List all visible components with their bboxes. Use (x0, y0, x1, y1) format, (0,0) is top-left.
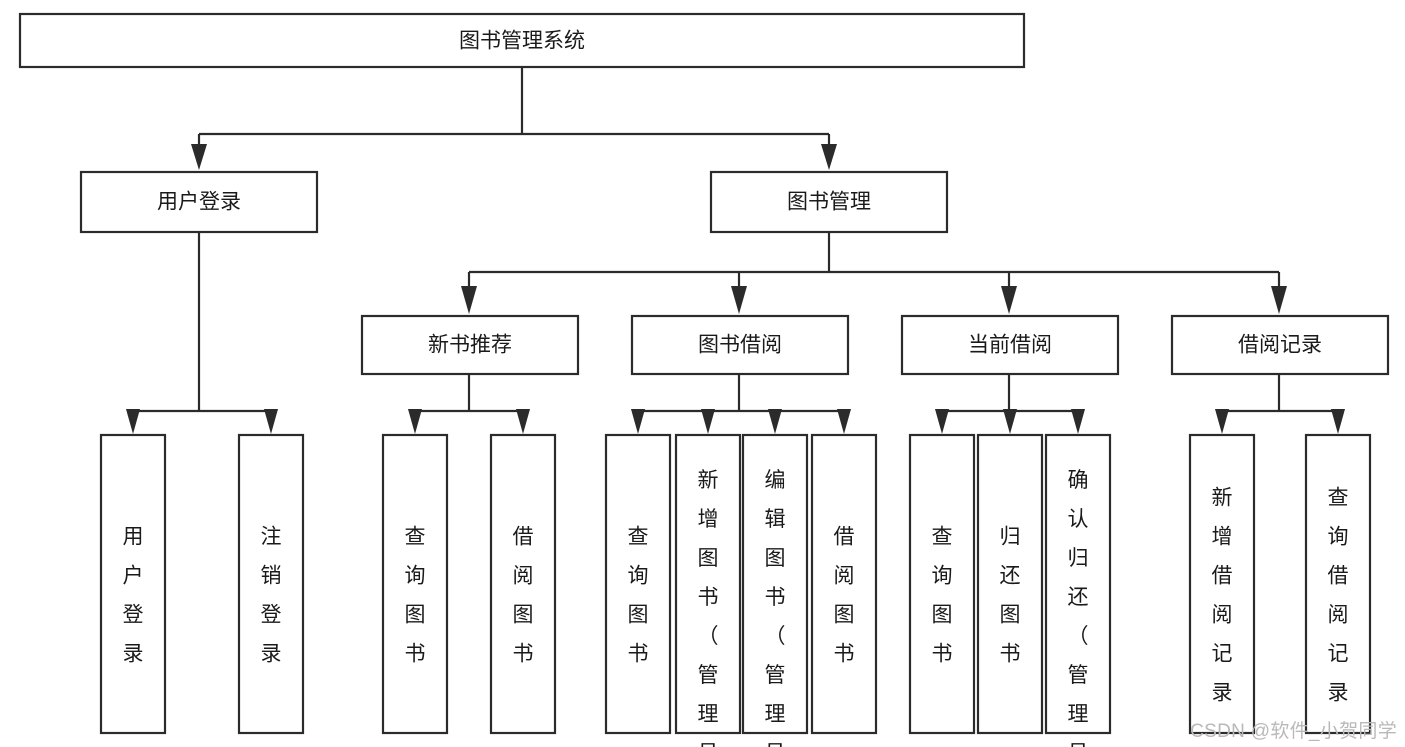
connectors-root-to-level2 (191, 67, 837, 170)
node-user-login-box[interactable] (79, 170, 319, 234)
arrow-head-bb-leaf-1 (631, 409, 645, 434)
node-leaf-br-query-record[interactable]: 查询借阅记录 (1304, 433, 1372, 735)
node-leaf-cb-return-book[interactable]: 归还图书 (976, 433, 1044, 735)
arrow-head-br-leaf-1 (1215, 409, 1229, 434)
node-book-borrow[interactable]: 图书借阅 (630, 314, 850, 376)
arrow-head-nbr-leaf-2 (516, 409, 530, 434)
node-leaf-nbr-borrow-book[interactable]: 借阅图书 (489, 433, 557, 735)
node-leaf-box[interactable] (489, 433, 557, 735)
node-new-book-recommend-box[interactable] (360, 314, 580, 376)
connectors-borrow-record-to-leaves (1215, 374, 1345, 434)
node-leaf-box[interactable] (99, 433, 167, 735)
arrow-head-cb-leaf-2 (1003, 409, 1017, 434)
node-leaf-box[interactable] (604, 433, 672, 735)
node-leaf-label: 新增图书（管理员） (698, 469, 719, 747)
arrow-head-bb-leaf-4 (837, 409, 851, 434)
node-book-borrow-box[interactable] (630, 314, 850, 376)
arrow-head-to-borrow-record (1271, 286, 1287, 314)
node-borrow-record-box[interactable] (1170, 314, 1390, 376)
node-book-management[interactable]: 图书管理 (709, 170, 949, 234)
node-leaf-bb-add-book-admin[interactable]: 新增图书（管理员） (674, 433, 742, 747)
node-leaf-box[interactable] (741, 433, 809, 735)
node-borrow-record[interactable]: 借阅记录 (1170, 314, 1390, 376)
node-leaf-label: 查询借阅记录 (1328, 487, 1349, 705)
node-current-borrow[interactable]: 当前借阅 (900, 314, 1120, 376)
connectors-user-login-to-leaves (126, 232, 278, 434)
node-user-login[interactable]: 用户登录 (79, 170, 319, 234)
node-leaf-cb-confirm-return-admin[interactable]: 确认归还（管理员） (1044, 433, 1112, 747)
connectors-book-borrow-to-leaves (631, 374, 851, 434)
node-leaf-label: 注销登录 (261, 526, 282, 666)
node-root-book-management-system[interactable]: 图书管理系统 (18, 12, 1026, 69)
node-leaf-label: 编辑图书（管理员） (765, 469, 786, 747)
node-leaf-box[interactable] (237, 433, 305, 735)
node-leaf-box[interactable] (1304, 433, 1372, 735)
arrow-head-cb-leaf-3 (1071, 409, 1085, 434)
node-leaf-user-login-logout[interactable]: 注销登录 (237, 433, 305, 735)
node-leaf-label: 查询图书 (628, 526, 649, 666)
arrow-head-nbr-leaf-1 (408, 409, 422, 434)
node-leaf-label: 用户登录 (123, 526, 144, 666)
node-book-management-box[interactable] (709, 170, 949, 234)
arrow-head-to-user-login (191, 144, 207, 170)
connectors-book-management-to-level3 (461, 232, 1287, 314)
node-leaf-box[interactable] (810, 433, 878, 735)
node-leaf-label: 新增借阅记录 (1212, 487, 1233, 705)
node-leaf-label: 查询图书 (932, 526, 953, 666)
arrow-head-bb-leaf-2 (701, 409, 715, 434)
node-leaf-box[interactable] (908, 433, 976, 735)
node-current-borrow-label: 当前借阅 (968, 334, 1052, 357)
connectors-current-borrow-to-leaves (935, 374, 1085, 434)
node-leaf-box[interactable] (674, 433, 742, 735)
node-leaf-label: 借阅图书 (513, 526, 534, 666)
arrow-head-to-book-borrow (731, 286, 747, 314)
node-leaf-box[interactable] (381, 433, 449, 735)
node-leaf-bb-query-book[interactable]: 查询图书 (604, 433, 672, 735)
node-leaf-bb-borrow-book[interactable]: 借阅图书 (810, 433, 878, 735)
node-leaf-box[interactable] (976, 433, 1044, 735)
arrow-head-user-login-leaf-1 (126, 409, 140, 434)
node-leaf-label: 归还图书 (1000, 526, 1021, 666)
arrow-head-cb-leaf-1 (935, 409, 949, 434)
node-new-book-recommend-label: 新书推荐 (428, 334, 512, 357)
node-leaf-box[interactable] (1044, 433, 1112, 735)
node-book-borrow-label: 图书借阅 (698, 334, 782, 357)
arrow-head-user-login-leaf-2 (264, 409, 278, 434)
node-leaf-label: 查询图书 (405, 526, 426, 666)
connectors-new-book-recommend-to-leaves (408, 374, 530, 434)
node-user-login-label: 用户登录 (157, 191, 241, 214)
node-current-borrow-box[interactable] (900, 314, 1120, 376)
node-borrow-record-label: 借阅记录 (1238, 334, 1322, 357)
arrow-head-br-leaf-2 (1331, 409, 1345, 434)
node-leaf-label: 确认归还（管理员） (1068, 469, 1089, 747)
node-leaf-user-login-login[interactable]: 用户登录 (99, 433, 167, 735)
node-book-management-label: 图书管理 (787, 191, 871, 214)
arrow-head-to-new-book-recommend (461, 286, 477, 314)
node-leaf-bb-edit-book-admin[interactable]: 编辑图书（管理员） (741, 433, 809, 747)
node-leaf-br-add-record[interactable]: 新增借阅记录 (1188, 433, 1256, 735)
node-new-book-recommend[interactable]: 新书推荐 (360, 314, 580, 376)
node-root-label: 图书管理系统 (459, 30, 585, 53)
arrow-head-to-current-borrow (1001, 286, 1017, 314)
node-leaf-nbr-query-book[interactable]: 查询图书 (381, 433, 449, 735)
node-leaf-label: 借阅图书 (834, 526, 855, 666)
node-leaf-cb-query-book[interactable]: 查询图书 (908, 433, 976, 735)
node-leaf-box[interactable] (1188, 433, 1256, 735)
node-root-box[interactable] (18, 12, 1026, 69)
arrow-head-bb-leaf-3 (768, 409, 782, 434)
arrow-head-to-book-management (821, 144, 837, 170)
